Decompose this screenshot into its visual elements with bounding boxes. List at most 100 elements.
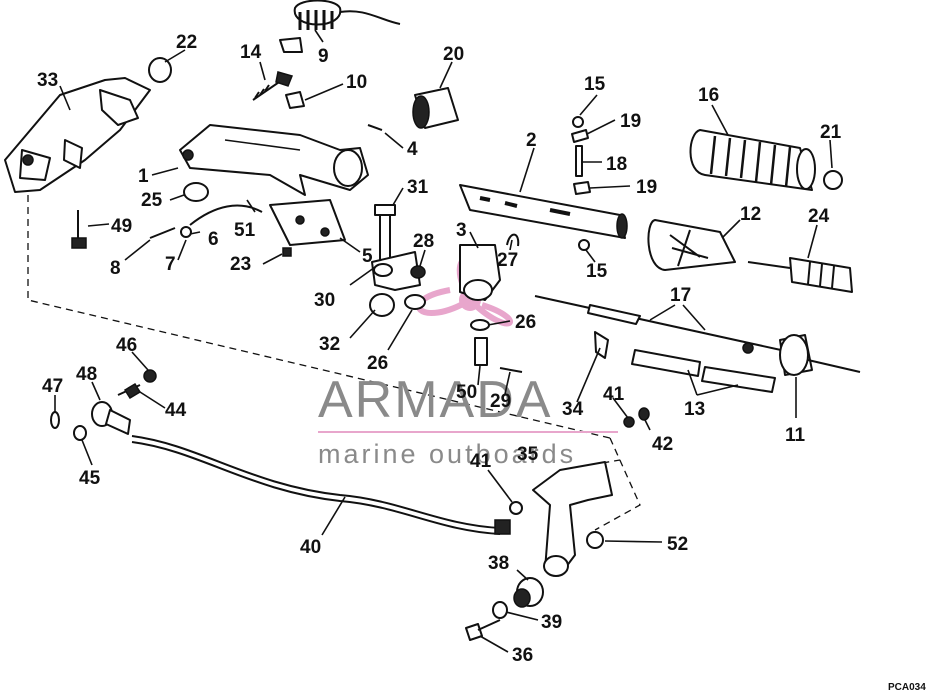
callout-23: 23 xyxy=(230,254,251,275)
drawing-code: PCA034 xyxy=(888,682,926,692)
callout-3: 3 xyxy=(456,220,467,241)
callout-17: 17 xyxy=(670,285,691,306)
part-3-bracket xyxy=(459,233,520,301)
part-25-bushing xyxy=(183,182,209,202)
callout-14: 14 xyxy=(240,42,262,63)
callout-36: 36 xyxy=(512,645,533,666)
callout-52: 52 xyxy=(667,534,688,555)
part-40-rod xyxy=(131,435,511,535)
part-33-bracket xyxy=(4,77,151,193)
callout-8: 8 xyxy=(110,258,121,279)
callout-49: 49 xyxy=(111,216,132,237)
callout-30: 30 xyxy=(314,290,335,311)
callout-18: 18 xyxy=(606,154,627,175)
part-26-washer-2 xyxy=(470,319,490,331)
part-38-bushing xyxy=(513,577,544,608)
part-48-link xyxy=(50,369,157,441)
callout-45: 45 xyxy=(79,468,101,489)
callout-25: 25 xyxy=(141,190,163,211)
callout-1: 1 xyxy=(138,166,149,187)
armada-watermark: ARMADA marine outboards xyxy=(318,254,618,469)
callout-6: 6 xyxy=(208,229,219,250)
callout-21: 21 xyxy=(820,122,842,143)
part-41-nut-2 xyxy=(509,501,523,515)
callout-10: 10 xyxy=(346,72,367,93)
callout-47: 47 xyxy=(42,376,63,397)
part-26-washer xyxy=(404,294,426,310)
callout-15-top: 15 xyxy=(584,74,606,95)
callout-22: 22 xyxy=(176,32,197,53)
callout-42: 42 xyxy=(652,434,673,455)
callout-2: 2 xyxy=(526,130,537,151)
part-5-plate xyxy=(269,199,346,246)
part-52-washer xyxy=(586,531,604,549)
callout-39: 39 xyxy=(541,612,562,633)
callout-48: 48 xyxy=(76,364,97,385)
callout-44: 44 xyxy=(165,400,187,421)
part-32-bushing xyxy=(369,293,395,317)
callout-12: 12 xyxy=(740,204,761,225)
part-10-clip xyxy=(285,91,305,109)
callout-50: 50 xyxy=(456,382,477,403)
part-13-sleeves xyxy=(631,349,776,393)
callout-26-right: 26 xyxy=(515,312,536,333)
callout-9: 9 xyxy=(318,46,329,67)
part-12-housing xyxy=(647,219,736,271)
part-35-lever xyxy=(532,461,613,577)
callout-32: 32 xyxy=(319,334,340,355)
callout-34: 34 xyxy=(562,399,584,420)
watermark-brand: ARMADA xyxy=(318,371,552,429)
callout-41-right: 41 xyxy=(603,384,625,405)
part-20-sleeve xyxy=(412,87,459,129)
callout-38: 38 xyxy=(488,553,509,574)
part-51-link-wire xyxy=(149,204,263,239)
callout-15-bottom: 15 xyxy=(586,261,608,282)
callout-11: 11 xyxy=(785,425,806,446)
part-14-bolt xyxy=(252,71,294,101)
callout-28: 28 xyxy=(413,231,434,252)
part-49-bolt xyxy=(71,210,87,249)
callout-numbers: 33 22 14 9 10 20 15 16 19 21 4 2 18 19 1… xyxy=(37,32,842,666)
part-24-shaft xyxy=(747,257,853,293)
callout-7: 7 xyxy=(165,254,176,275)
part-11-cable-end xyxy=(779,334,861,376)
callout-13: 13 xyxy=(684,399,705,420)
callout-24: 24 xyxy=(808,206,830,227)
callout-leaders xyxy=(54,29,833,653)
callout-40: 40 xyxy=(300,537,321,558)
callout-41-lower: 41 xyxy=(470,451,492,472)
callout-33: 33 xyxy=(37,70,58,91)
callout-46: 46 xyxy=(116,335,137,356)
callout-31: 31 xyxy=(407,177,429,198)
watermark-tagline: marine outboards xyxy=(318,439,576,469)
part-23-screw xyxy=(282,247,292,257)
part-1-tiller-arm xyxy=(179,124,369,196)
part-16-grip xyxy=(689,129,816,191)
part-31-bolt xyxy=(374,204,396,263)
callout-5: 5 xyxy=(362,246,373,267)
part-9-spring xyxy=(279,0,401,53)
callout-19-bottom: 19 xyxy=(636,177,657,198)
callout-27: 27 xyxy=(497,250,518,271)
part-30-bracket xyxy=(371,251,421,291)
part-50-stud xyxy=(474,337,523,373)
part-4-pin xyxy=(367,124,383,131)
callout-29: 29 xyxy=(490,391,511,412)
part-41-nut xyxy=(623,416,635,428)
callout-16: 16 xyxy=(698,85,719,106)
part-42-nut xyxy=(638,407,650,421)
part-39-washer xyxy=(492,601,508,619)
part-2-shaft xyxy=(459,184,628,239)
callout-19-top: 19 xyxy=(620,111,641,132)
part-36-bolt xyxy=(465,619,501,641)
part-28-nut xyxy=(410,265,426,279)
callout-35: 35 xyxy=(517,444,539,465)
parts-artwork xyxy=(4,0,861,641)
part-18-pin xyxy=(571,116,591,251)
part-22-knob xyxy=(148,57,172,83)
callout-26-left: 26 xyxy=(367,353,388,374)
callout-20: 20 xyxy=(443,44,464,65)
part-17-cable xyxy=(534,295,791,354)
